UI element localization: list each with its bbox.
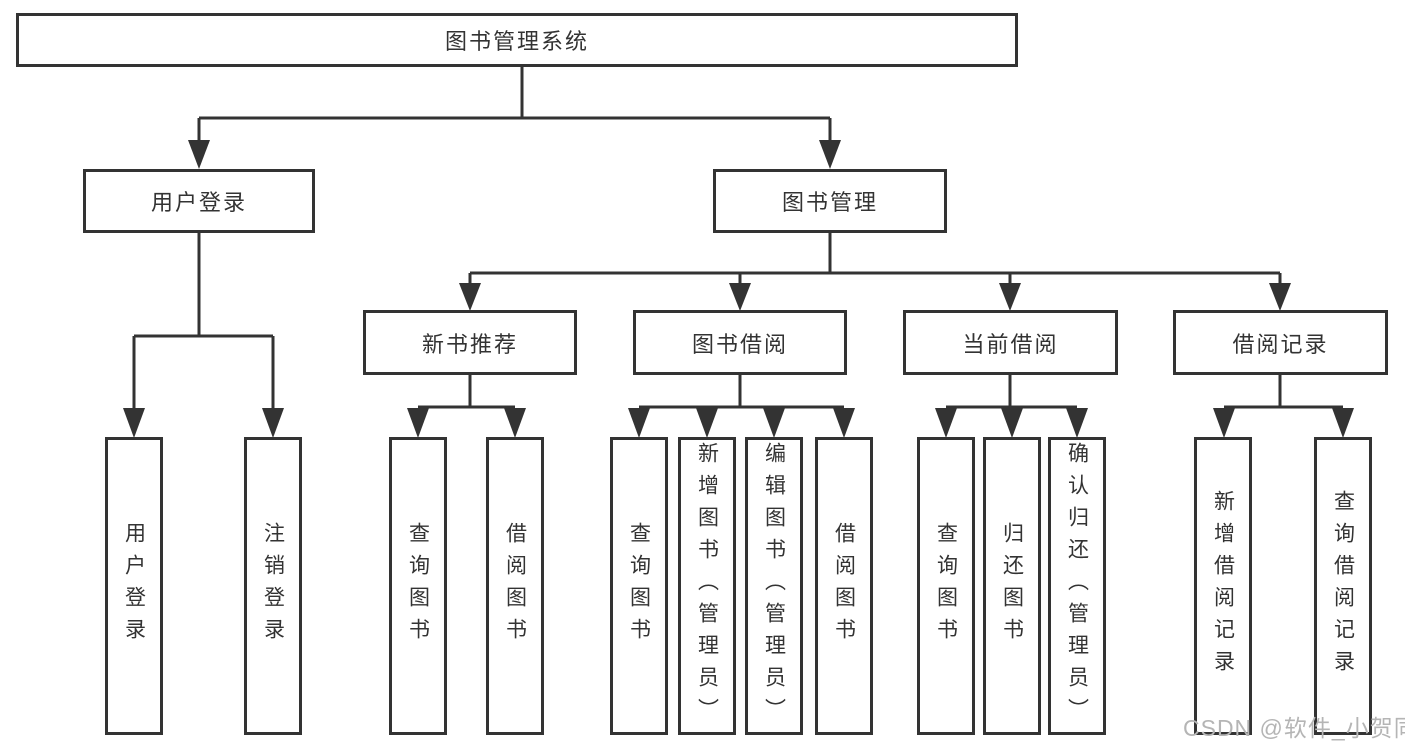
node-leaf-query-books-recommend-label: 查询图书 <box>406 522 430 650</box>
node-leaf-add-books-admin: 新增图书（管理员） <box>678 437 736 735</box>
arrowhead-leaf-8 <box>833 408 855 438</box>
node-book-management-label: 图书管理 <box>781 190 878 215</box>
node-root-library-system: 图书管理系统 <box>16 13 1018 67</box>
node-leaf-logout: 注销登录 <box>244 437 302 735</box>
arrowhead-leaf-12 <box>1213 408 1235 438</box>
node-leaf-confirm-return-admin: 确认归还（管理员） <box>1048 437 1106 735</box>
node-leaf-query-books-current-label: 查询图书 <box>934 522 958 650</box>
node-leaf-confirm-return-admin-label: 确认归还（管理员） <box>1065 442 1089 730</box>
node-leaf-return-books-label: 归还图书 <box>1000 522 1024 650</box>
arrowhead-leaf-10 <box>1001 408 1023 438</box>
node-book-borrowing-label: 图书借阅 <box>691 331 788 357</box>
node-leaf-user-login-label: 用户登录 <box>122 522 146 650</box>
node-new-book-recommend: 新书推荐 <box>363 310 577 375</box>
arrowhead-leaf-2 <box>262 408 284 438</box>
node-leaf-query-books-borrowing: 查询图书 <box>610 437 668 735</box>
node-leaf-edit-books-admin: 编辑图书（管理员） <box>745 437 803 735</box>
node-leaf-borrow-books: 借阅图书 <box>815 437 873 735</box>
arrowhead-leaf-11 <box>1066 408 1088 438</box>
node-borrowing-records-label: 借阅记录 <box>1232 331 1329 357</box>
arrowhead-level2-left <box>188 140 210 169</box>
node-leaf-query-books-current: 查询图书 <box>917 437 975 735</box>
arrowhead-level3-2 <box>729 283 751 311</box>
node-leaf-query-books-borrowing-label: 查询图书 <box>627 522 651 650</box>
node-root-label: 图书管理系统 <box>444 29 589 54</box>
node-book-borrowing: 图书借阅 <box>633 310 847 375</box>
arrowhead-leaf-7 <box>763 408 785 438</box>
arrowhead-leaf-13 <box>1332 408 1354 438</box>
arrowhead-leaf-4 <box>504 408 526 438</box>
node-leaf-add-borrow-record: 新增借阅记录 <box>1194 437 1252 735</box>
node-leaf-query-borrow-record: 查询借阅记录 <box>1314 437 1372 735</box>
arrowhead-leaf-9 <box>935 408 957 438</box>
node-leaf-borrow-books-label: 借阅图书 <box>832 522 856 650</box>
node-leaf-borrow-books-recommend-label: 借阅图书 <box>503 522 527 650</box>
node-leaf-return-books: 归还图书 <box>983 437 1041 735</box>
node-current-borrowing-label: 当前借阅 <box>962 331 1059 357</box>
node-leaf-user-login: 用户登录 <box>105 437 163 735</box>
arrowhead-level3-1 <box>459 283 481 311</box>
arrowhead-leaf-5 <box>628 408 650 438</box>
node-book-management: 图书管理 <box>713 169 947 233</box>
arrowhead-level2-right <box>819 140 841 169</box>
node-user-login-label: 用户登录 <box>150 190 247 215</box>
node-leaf-query-borrow-record-label: 查询借阅记录 <box>1331 490 1355 682</box>
arrowhead-level3-3 <box>999 283 1021 311</box>
arrowhead-leaf-6 <box>696 408 718 438</box>
node-leaf-query-books-recommend: 查询图书 <box>389 437 447 735</box>
arrowhead-level3-4 <box>1269 283 1291 311</box>
node-user-login: 用户登录 <box>83 169 315 233</box>
node-borrowing-records: 借阅记录 <box>1173 310 1388 375</box>
arrowhead-leaf-3 <box>407 408 429 438</box>
node-new-book-recommend-label: 新书推荐 <box>421 331 518 357</box>
node-leaf-edit-books-admin-label: 编辑图书（管理员） <box>762 442 786 730</box>
node-current-borrowing: 当前借阅 <box>903 310 1118 375</box>
node-leaf-logout-label: 注销登录 <box>261 522 285 650</box>
node-leaf-borrow-books-recommend: 借阅图书 <box>486 437 544 735</box>
arrowhead-leaf-1 <box>123 408 145 438</box>
node-leaf-add-borrow-record-label: 新增借阅记录 <box>1211 490 1235 682</box>
csdn-watermark: CSDN @软件_小贺同学 <box>1183 715 1405 741</box>
node-leaf-add-books-admin-label: 新增图书（管理员） <box>695 442 719 730</box>
